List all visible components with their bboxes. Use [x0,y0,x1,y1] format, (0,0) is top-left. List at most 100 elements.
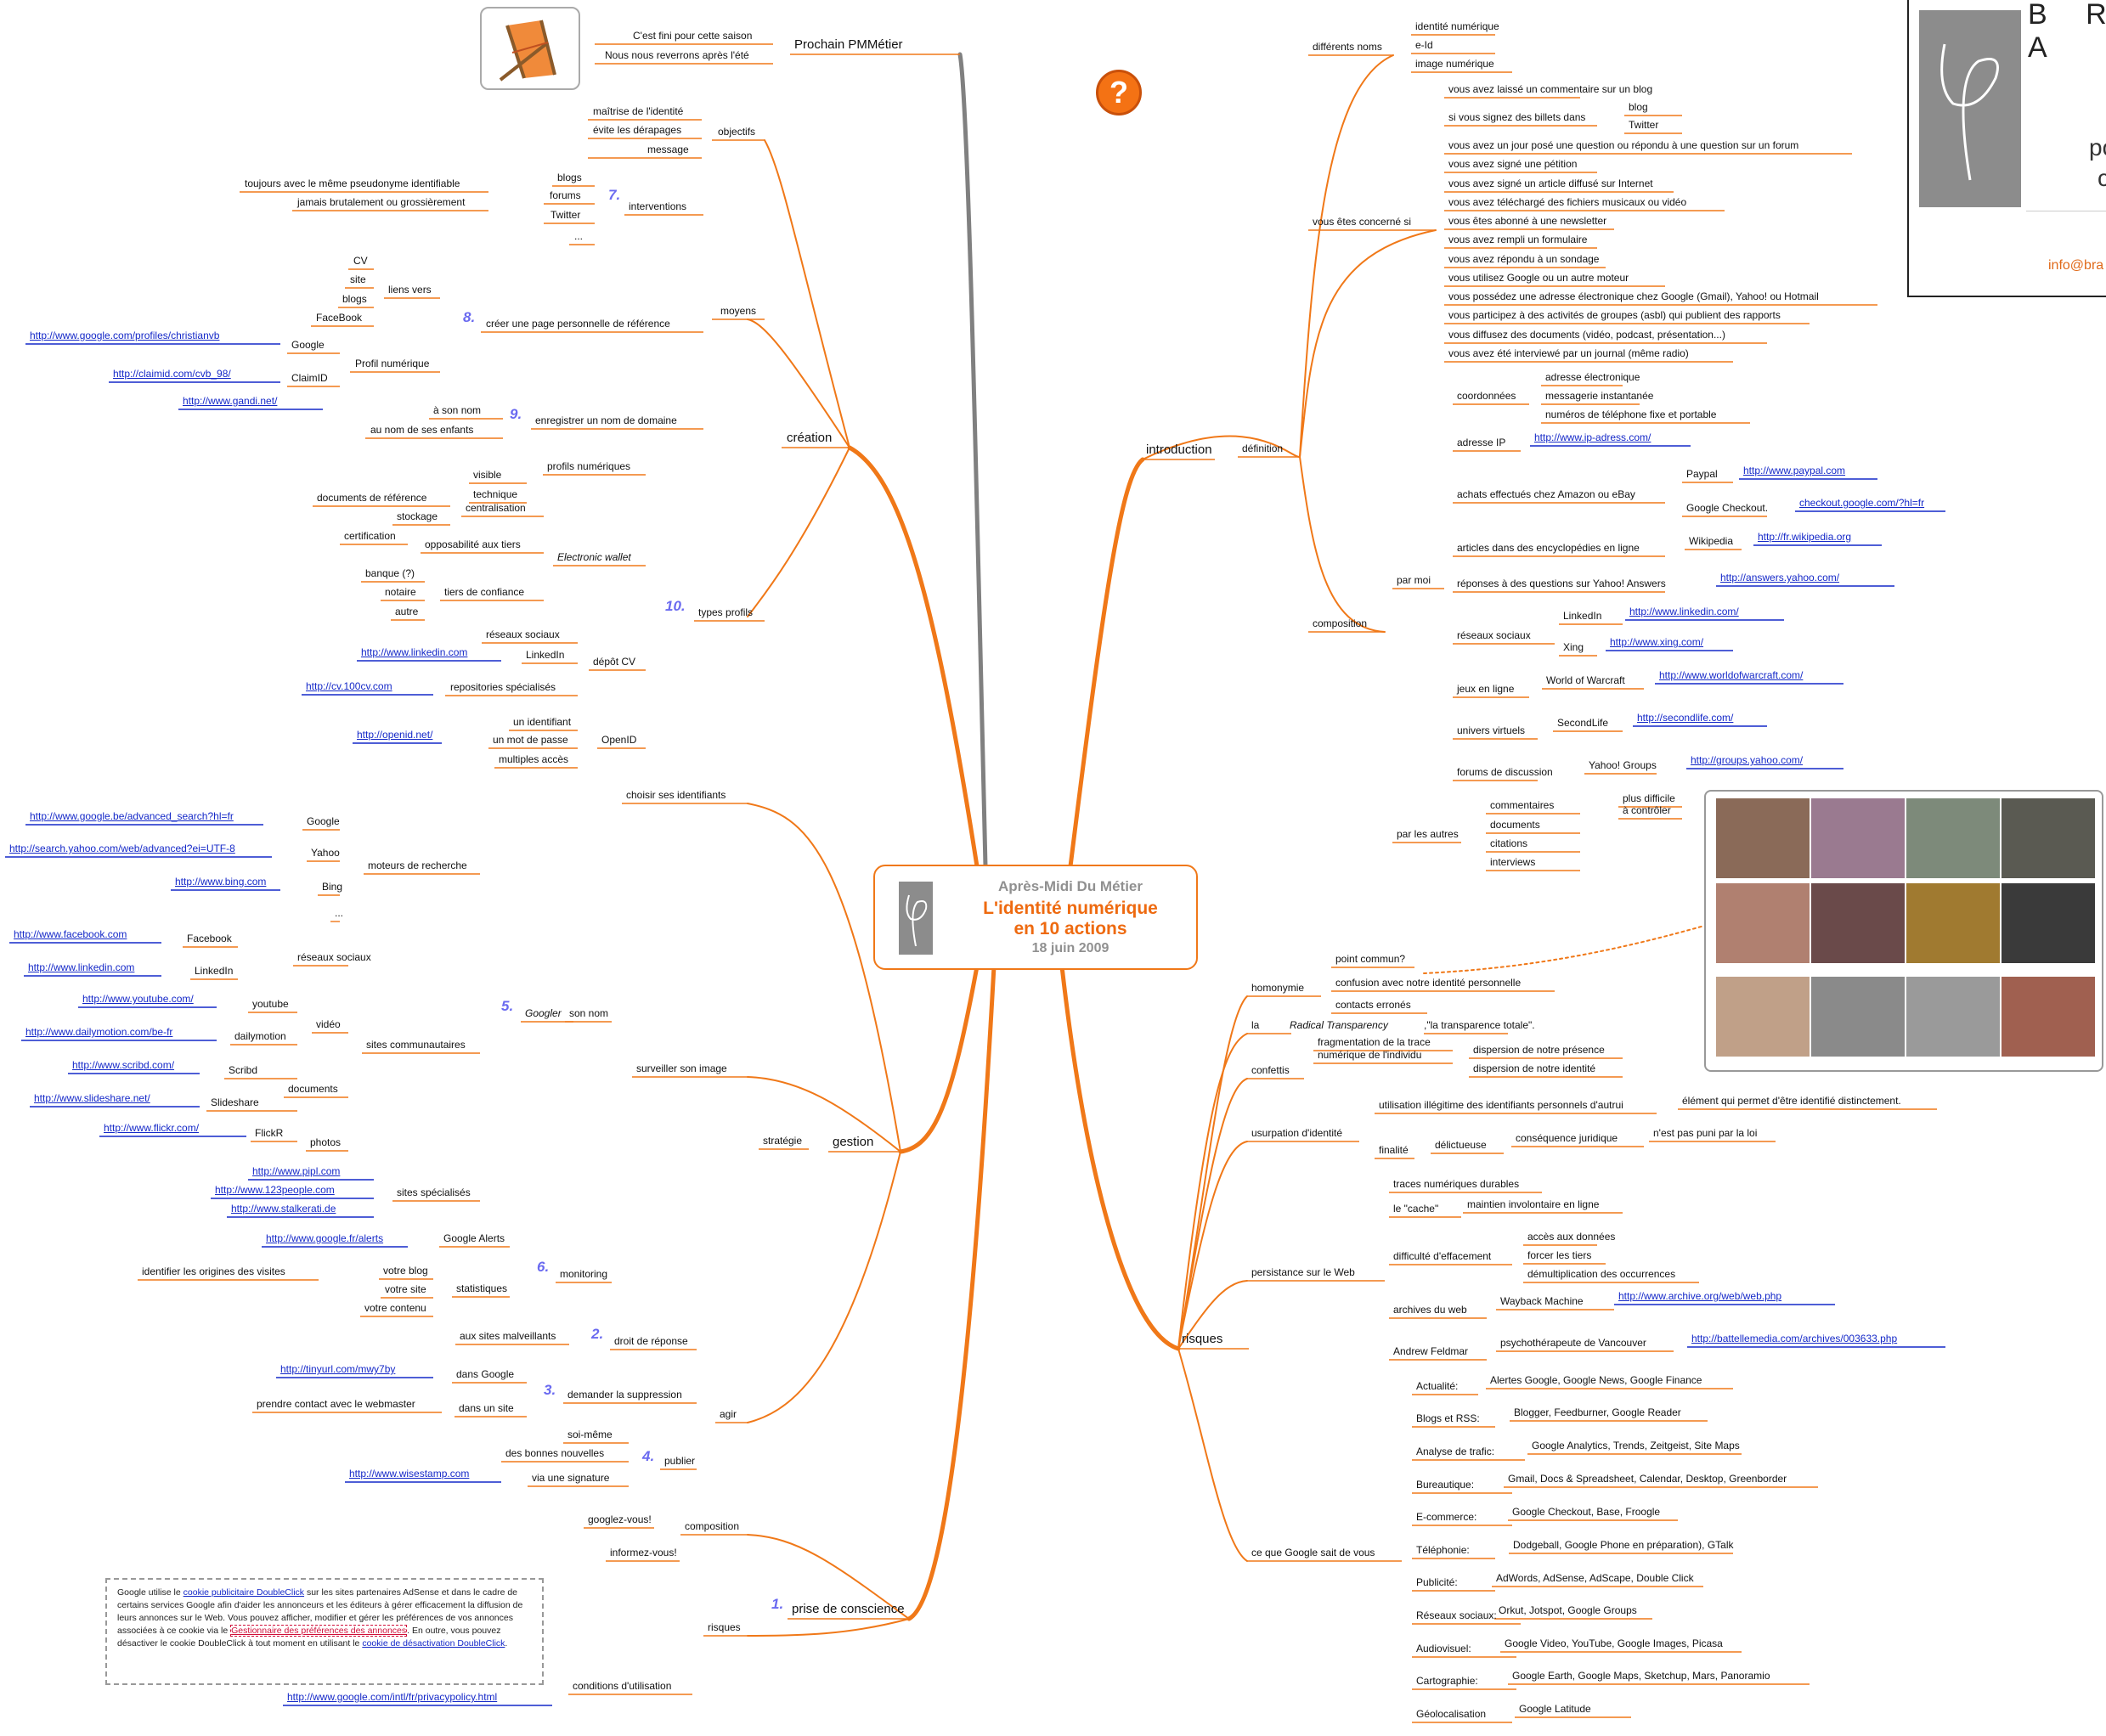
topic-message-7: message [647,144,689,155]
link-http-www-google-com-intl-fr-privacypolic-130[interactable]: http://www.google.com/intl/fr/privacypol… [287,1691,498,1703]
topic-dispersion-de-notre-identite-205: dispersion de notre identité [1473,1062,1596,1074]
link-http-openid-net-59[interactable]: http://openid.net/ [357,729,433,741]
topic-consequence-juridique-211: conséquence juridique [1516,1132,1618,1144]
topic-son-nom-66: son nom [569,1007,609,1019]
link-http-www-bing-com-74[interactable]: http://www.bing.com [175,876,267,888]
central-logo [899,882,933,955]
topic-blogs-et-rss-230: Blogs et RSS: [1416,1412,1480,1424]
link-http-tinyurl-com-mwy7by-114[interactable]: http://tinyurl.com/mwy7by [280,1363,396,1375]
topic-publicite-240: Publicité: [1416,1576,1458,1588]
topic-via-une-signature-121: via une signature [532,1472,610,1484]
topic-vous-utilisez-google-ou-un-autre-moteur-149: vous utilisez Google ou un autre moteur [1448,272,1629,284]
link-http-www-facebook-com-78[interactable]: http://www.facebook.com [14,928,127,940]
link-http-www-gandi-net-33[interactable]: http://www.gandi.net/ [183,395,278,407]
topic-psychotherapeute-de-vancouver-225: psychothérapeute de Vancouver [1500,1337,1646,1349]
question-icon[interactable]: ? [1096,70,1142,116]
link-http-www-pipl-com-95[interactable]: http://www.pipl.com [252,1165,341,1177]
link-checkout-google-com-hl-fr-166[interactable]: checkout.google.com/?hl=fr [1799,497,1925,509]
topic-google-checkout-base-froogle-237: Google Checkout, Base, Froogle [1512,1506,1661,1518]
link-http-answers-yahoo-com-171[interactable]: http://answers.yahoo.com/ [1720,572,1840,583]
topic-citations-189: citations [1490,837,1528,849]
link-http-www-ip-adress-com-161[interactable]: http://www.ip-adress.com/ [1534,431,1651,443]
topic-google-68: Google [307,815,340,827]
topic-identifier-les-origines-des-visites-106: identifier les origines des visites [142,1265,285,1277]
central-topic[interactable]: Après-Midi Du Métier L'identité numériqu… [873,865,1198,970]
link-http-www-scribd-com-89[interactable]: http://www.scribd.com/ [72,1059,175,1071]
photo-7 [1906,883,2000,963]
topic-plus-difficile-191: plus difficile [1623,792,1675,804]
b-confettis [1177,1078,1248,1350]
link-http-groups-yahoo-com-185[interactable]: http://groups.yahoo.com/ [1691,754,1804,766]
link-http-www-dailymotion-com-be-fr-85[interactable]: http://www.dailymotion.com/be-fr [25,1026,173,1038]
topic-numeros-de-telephone-fixe-et-portable-159: numéros de téléphone fixe et portable [1545,409,1717,420]
topic-yahoo-groups-184: Yahoo! Groups [1589,759,1657,771]
step-number-5-64: 5. [501,998,514,1014]
topic-difficulte-d-effacement-217: difficulté d'effacement [1393,1250,1492,1262]
topic-agir-107: agir [720,1408,737,1420]
topic-dans-un-site-115: dans un site [459,1402,514,1414]
brand-line-1: po [2089,134,2106,161]
link-http-secondlife-com-182[interactable]: http://secondlife.com/ [1637,712,1734,724]
link-http-www-youtube-com-84[interactable]: http://www.youtube.com/ [82,993,194,1005]
topic-profils-numeriques-36: profils numériques [547,460,631,472]
topic-blogger-feedburner-google-reader-231: Blogger, Feedburner, Google Reader [1514,1406,1681,1418]
link-http-cv-100cv-com-54[interactable]: http://cv.100cv.com [306,680,392,692]
link-http-claimid-com-cvb-98-28[interactable]: http://claimid.com/cvb_98/ [113,368,231,380]
topic-opposabilite-aux-tiers-43: opposabilité aux tiers [425,538,521,550]
link-http-fr-wikipedia-org-169[interactable]: http://fr.wikipedia.org [1758,531,1852,543]
topic-evite-les-derapages-6: évite les dérapages [593,124,682,136]
note-link-preferences[interactable]: Gestionnaire des préférences des annonce… [230,1625,408,1637]
link-http-www-stalkerati-de-97[interactable]: http://www.stalkerati.de [231,1203,336,1215]
topic-par-moi-155: par moi [1397,574,1431,586]
topic-vous-etes-abonne-a-une-newsletter-146: vous êtes abonné à une newsletter [1448,215,1607,227]
link-http-www-flickr-com-93[interactable]: http://www.flickr.com/ [104,1122,200,1134]
topic-googler-65: Googler [525,1007,562,1019]
link-http-www-worldofwarcraft-com-179[interactable]: http://www.worldofwarcraft.com/ [1659,669,1804,681]
topic-wayback-machine-222: Wayback Machine [1500,1295,1584,1307]
topic-surveiller-son-image-63: surveiller son image [636,1062,727,1074]
link-http-www-123people-com-96[interactable]: http://www.123people.com [215,1184,335,1196]
link-http-www-wisestamp-com-122[interactable]: http://www.wisestamp.com [349,1468,470,1480]
topic-statistiques-102: statistiques [456,1282,508,1294]
link-http-www-archive-org-web-web-php-223[interactable]: http://www.archive.org/web/web.php [1618,1290,1782,1302]
note-link-optout[interactable]: cookie de désactivation DoubleClick [362,1638,505,1649]
topic-un-mot-de-passe-57: un mot de passe [493,734,568,746]
topic-au-nom-de-ses-enfants-32: au nom de ses enfants [370,424,474,436]
link-http-www-linkedin-com-52[interactable]: http://www.linkedin.com [361,646,468,658]
topic-analyse-de-trafic-232: Analyse de trafic: [1416,1446,1495,1457]
b-agir [747,1151,901,1423]
link-http-www-linkedin-com-174[interactable]: http://www.linkedin.com/ [1629,606,1739,617]
link-http-www-xing-com-176[interactable]: http://www.xing.com/ [1610,636,1704,648]
link-http-search-yahoo-com-web-advanced-ei-ut-73[interactable]: http://search.yahoo.com/web/advanced?ei=… [9,843,235,854]
topic-openid-55: OpenID [601,734,637,746]
link-http-www-google-fr-alerts-101[interactable]: http://www.google.fr/alerts [266,1232,384,1244]
topic-si-vous-signez-des-billets-dans-139: si vous signez des billets dans [1448,111,1586,123]
step-number-8-17: 8. [463,309,476,325]
topic-liens-vers-19: liens vers [388,284,432,296]
b-surveiller [747,1076,901,1153]
topic-wikipedia-168: Wikipedia [1689,535,1734,547]
topic-twitter-141: Twitter [1629,119,1659,131]
link-http-www-linkedin-com-79[interactable]: http://www.linkedin.com [28,961,135,973]
link-http-www-paypal-com-164[interactable]: http://www.paypal.com [1743,465,1846,476]
b-concerne [1299,229,1437,458]
topic-bureautique-234: Bureautique: [1416,1479,1475,1491]
link-http-battellemedia-com-archives-003633-p-226[interactable]: http://battellemedia.com/archives/003633… [1691,1333,1898,1344]
link-http-www-google-com-profiles-christianvb-27[interactable]: http://www.google.com/profiles/christian… [30,330,220,341]
note-text-2: sur les sites partenaires AdSense et dan… [117,1587,523,1636]
topic-maitrise-de-l-identite-5: maîtrise de l'identité [593,105,684,117]
topic-electronic-wallet-39: Electronic wallet [557,551,631,563]
topic-jamais-brutalement-ou-grossierement-16: jamais brutalement ou grossièrement [297,196,466,208]
topic-dailymotion-83: dailymotion [234,1030,286,1042]
step-number-9-29: 9. [510,406,522,422]
topic-vous-avez-laisse-un-commentaire-sur-un-b-138: vous avez laissé un commentaire sur un b… [1448,83,1653,95]
topic-yahoo-69: Yahoo [311,847,340,859]
topic-depot-cv-49: dépôt CV [593,656,636,668]
topic-finalite-209: finalité [1379,1144,1409,1156]
link-http-www-slideshare-net-90[interactable]: http://www.slideshare.net/ [34,1092,150,1104]
note-link-doubleclick[interactable]: cookie publicitaire DoubleClick [183,1587,305,1598]
photo-4 [2002,798,2095,878]
brand-email[interactable]: info@bra [2048,258,2104,273]
link-http-www-google-be-advanced-search-hl-fr-72[interactable]: http://www.google.be/advanced_search?hl=… [30,810,234,822]
topic-traces-numeriques-durables-214: traces numériques durables [1393,1178,1520,1190]
